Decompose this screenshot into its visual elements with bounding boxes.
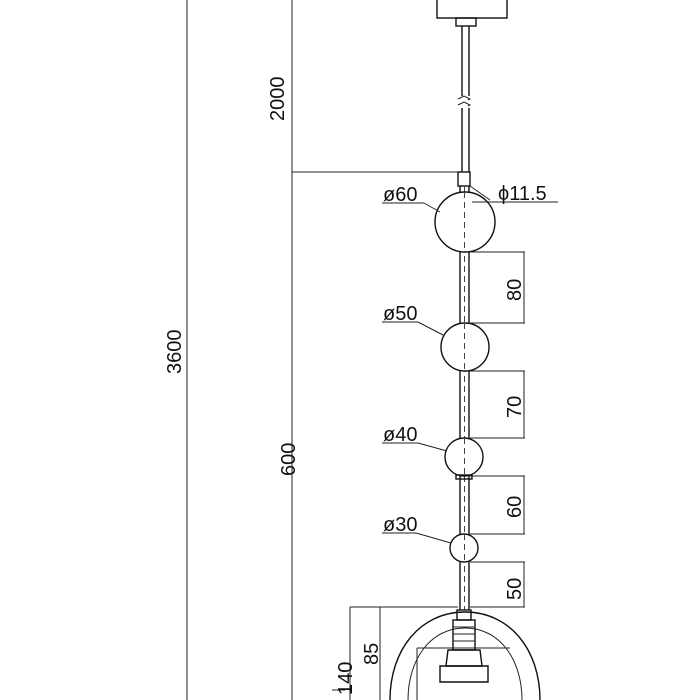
gap-60-label: 60 [504,496,526,518]
cable-dimension [291,0,458,700]
gap-70-label: 70 [504,396,526,418]
sphere-leaders [382,185,558,544]
cable-length-label: 2000 [267,77,289,122]
shade-height-label: 140 [335,662,357,695]
overall-height-label: 3600 [164,330,186,375]
sphere-30-label: ø30 [383,514,417,536]
rod-connector [457,171,471,187]
glass-shade [389,611,541,700]
ceiling-canopy [436,0,508,27]
bulb-socket [439,609,489,683]
sphere-40-label: ø40 [383,424,417,446]
sphere-60-label: ø60 [383,184,417,206]
gap-80-label: 80 [504,279,526,301]
shade-dimensions [332,606,458,700]
fixture-length-label: 600 [278,443,300,476]
socket-height-label: 85 [361,643,383,665]
rod-diameter-label: ϕ11.5 [498,183,547,205]
gap-dimensions [470,251,525,608]
sphere-50-label: ø50 [383,303,417,325]
suspension-cable [457,26,472,172]
gap-50-label: 50 [504,578,526,600]
